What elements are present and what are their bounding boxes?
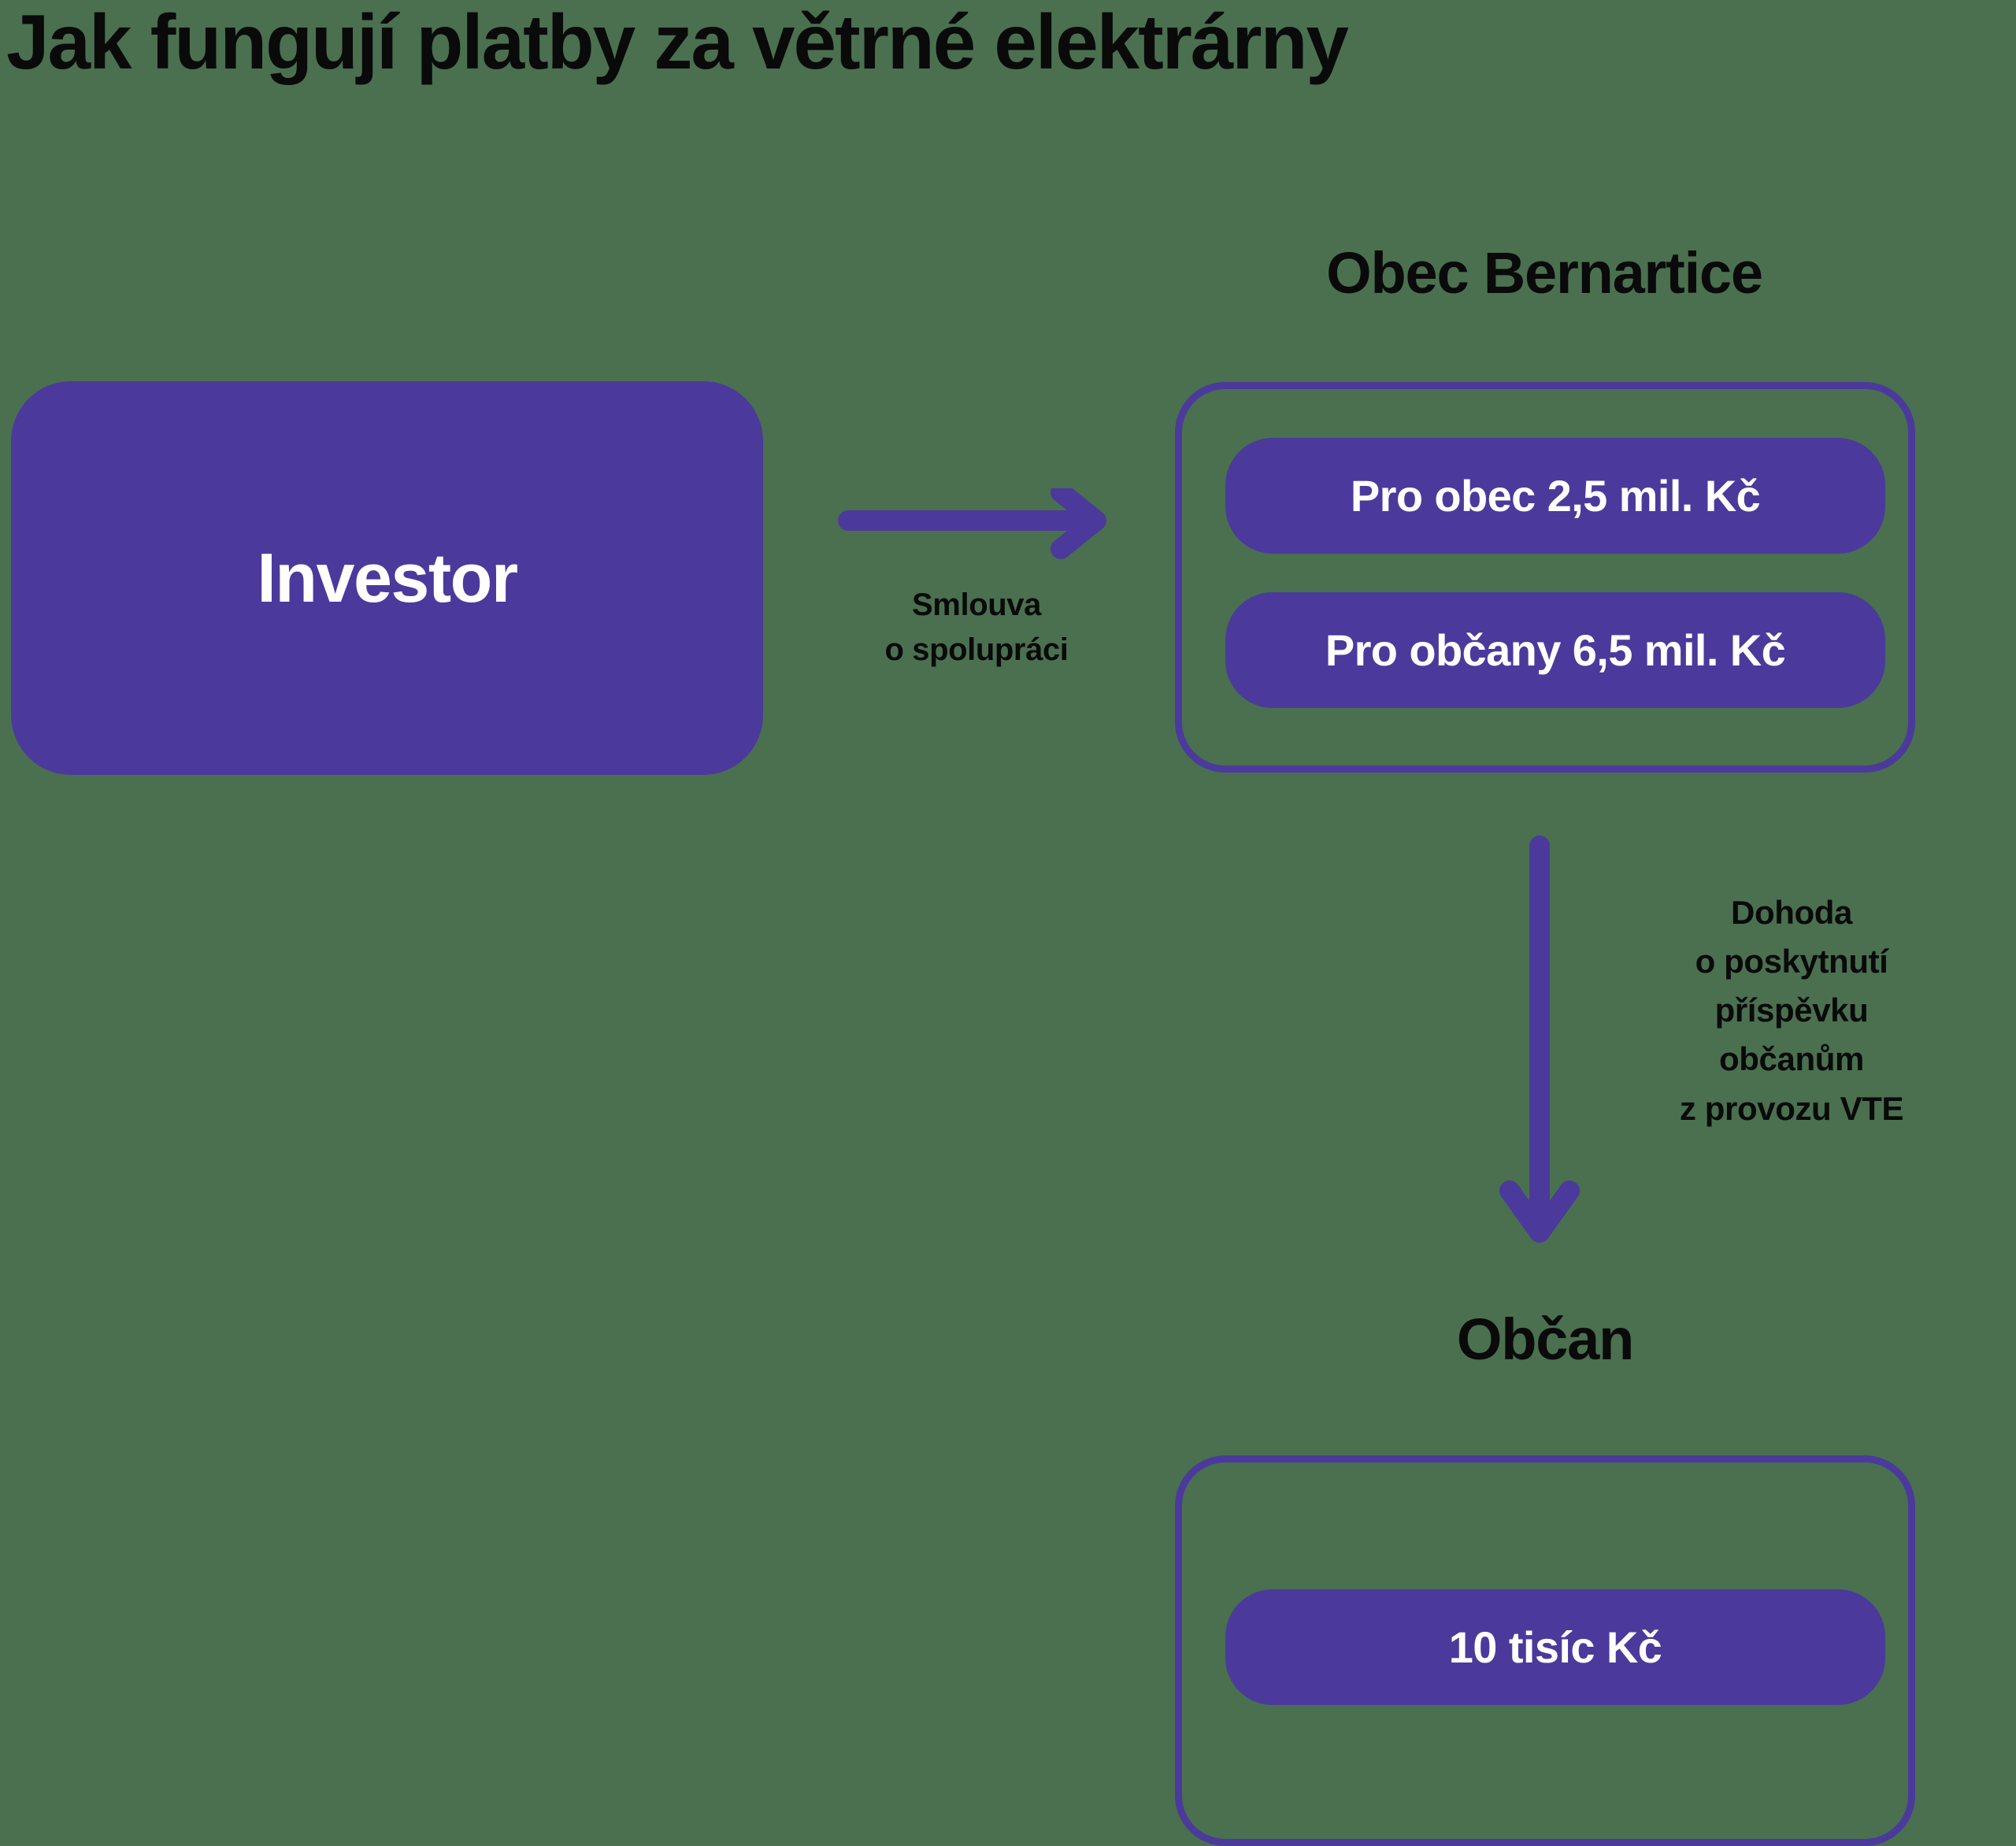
connector-investor-obec-caption: Smlouva o spolupráci — [819, 583, 1134, 673]
node-obec-container — [1175, 382, 1915, 773]
arrow-right-icon — [838, 488, 1106, 559]
connector-caption-line: Smlouva — [912, 588, 1041, 622]
node-investor-label: Investor — [257, 539, 518, 617]
obec-amount-pill-citizens: Pro občany 6,5 mil. Kč — [1225, 592, 1885, 708]
connector-caption-line: příspěvku — [1714, 992, 1869, 1029]
node-obcan-heading: Občan — [1456, 1307, 1634, 1372]
node-obec-heading: Obec Bernartice — [1326, 240, 1763, 306]
obec-amount-pill-municipality: Pro obec 2,5 mil. Kč — [1225, 438, 1885, 554]
connector-caption-line: Dohoda — [1731, 894, 1852, 931]
node-investor: Investor — [11, 381, 763, 775]
connector-caption-line: o poskytnutí — [1695, 943, 1888, 980]
page-title: Jak fungují platby za větrné elektrárny — [6, 0, 1349, 85]
arrow-down-icon — [1499, 836, 1580, 1243]
connector-caption-line: občanům — [1719, 1040, 1864, 1078]
connector-caption-line: z provozu VTE — [1679, 1089, 1904, 1127]
connector-caption-line: o spolupráci — [884, 632, 1069, 667]
connector-obec-obcan-caption: Dohoda o poskytnutí příspěvku občanům z … — [1618, 888, 1965, 1133]
obcan-amount-pill: 10 tisíc Kč — [1225, 1589, 1885, 1705]
